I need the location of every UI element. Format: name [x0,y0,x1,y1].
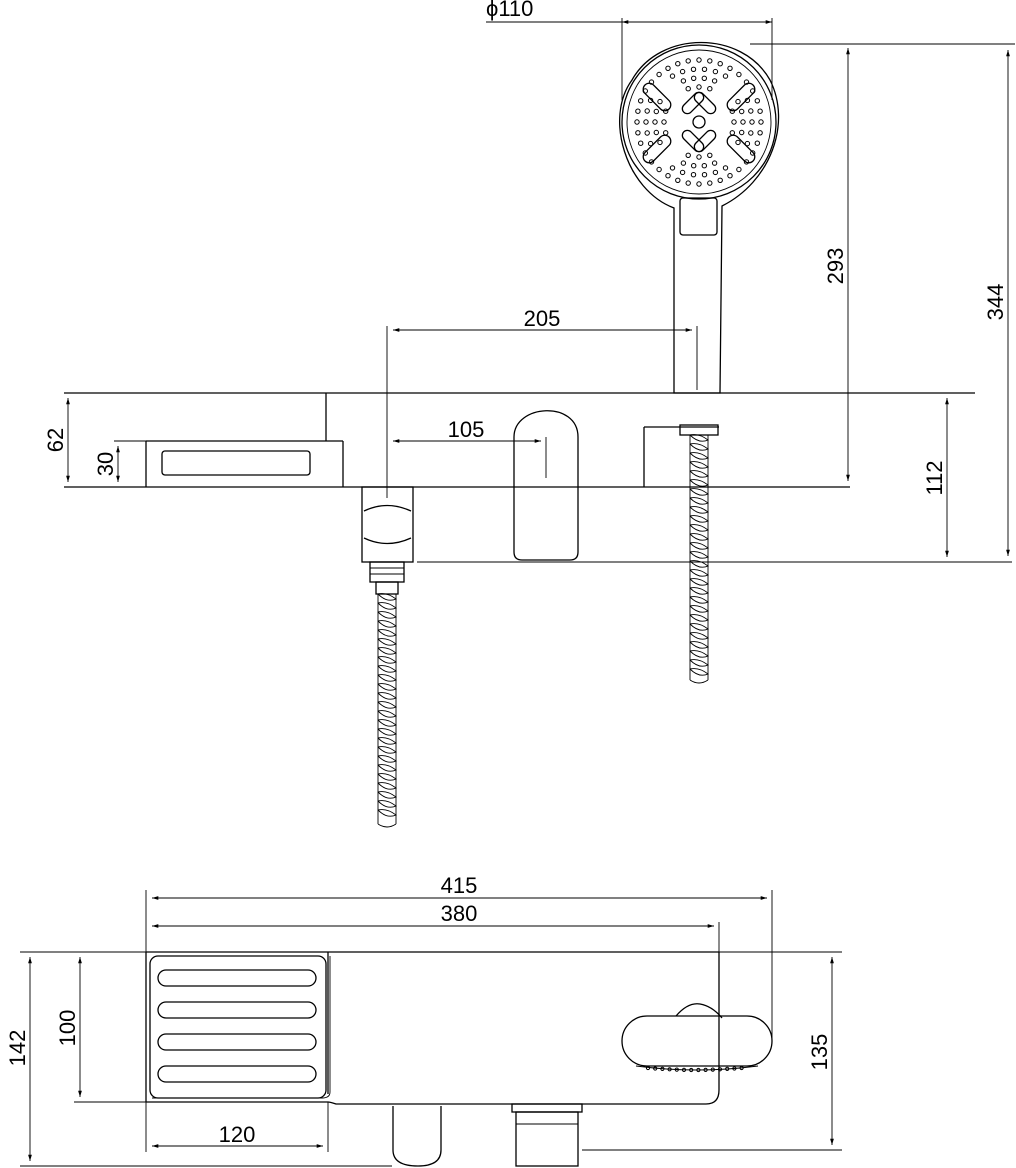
label-outlet-spacing: 205 [524,306,561,331]
spout [513,410,579,561]
dim-head-diameter: ϕ110 [486,0,773,100]
mixer-body [64,392,975,488]
dim-top-depth: 135 [582,951,842,1151]
label-body-height: 62 [43,428,68,452]
label-shelf-height: 30 [93,452,118,476]
soap-tray-slots [157,969,317,1083]
label-overall-depth: 142 [5,1030,30,1067]
left-connector [361,486,414,595]
hand-shower [619,42,780,394]
front-view: ϕ110 344 293 205 105 62 [43,0,1015,828]
top-spray-dots [645,1065,744,1073]
dim-shelf-width: 120 [145,1102,329,1152]
left-hose [377,593,397,828]
hose-nut [679,424,719,436]
label-overall-height: 344 [983,284,1008,321]
label-shelf-depth: 100 [55,1010,80,1047]
dim-body-height: 62 [43,397,70,483]
dim-overall-height: 344 [750,43,1015,556]
dim-body-depth: 112 [922,397,949,557]
label-hand-shower-height: 293 [823,248,848,285]
top-connector [511,1103,583,1167]
label-body-width: 380 [441,901,478,926]
label-shelf-width: 120 [219,1122,256,1147]
label-spout-offset: 105 [448,417,485,442]
dim-overall-depth: 142 [5,951,392,1167]
label-top-depth: 135 [807,1034,832,1071]
dim-shelf-height: 30 [93,440,146,483]
top-body [145,951,720,1105]
top-hand-shower [621,1003,773,1073]
spray-holes [634,57,764,187]
right-hose [689,434,709,684]
dim-hand-shower-height: 293 [823,48,850,482]
dim-overall-width: 415 [145,873,773,1040]
dim-body-width: 380 [152,901,720,952]
label-overall-width: 415 [441,873,478,898]
label-body-depth: 112 [922,460,947,495]
dim-shelf-depth: 100 [55,957,146,1103]
top-view: 415 380 142 100 120 135 [5,873,842,1167]
label-head-diameter: ϕ110 [486,0,533,21]
dim-spout-offset: 105 [392,417,547,478]
spray-slots [642,82,756,164]
top-spout [392,1106,442,1167]
dim-outlet-spacing: 205 [386,306,698,498]
